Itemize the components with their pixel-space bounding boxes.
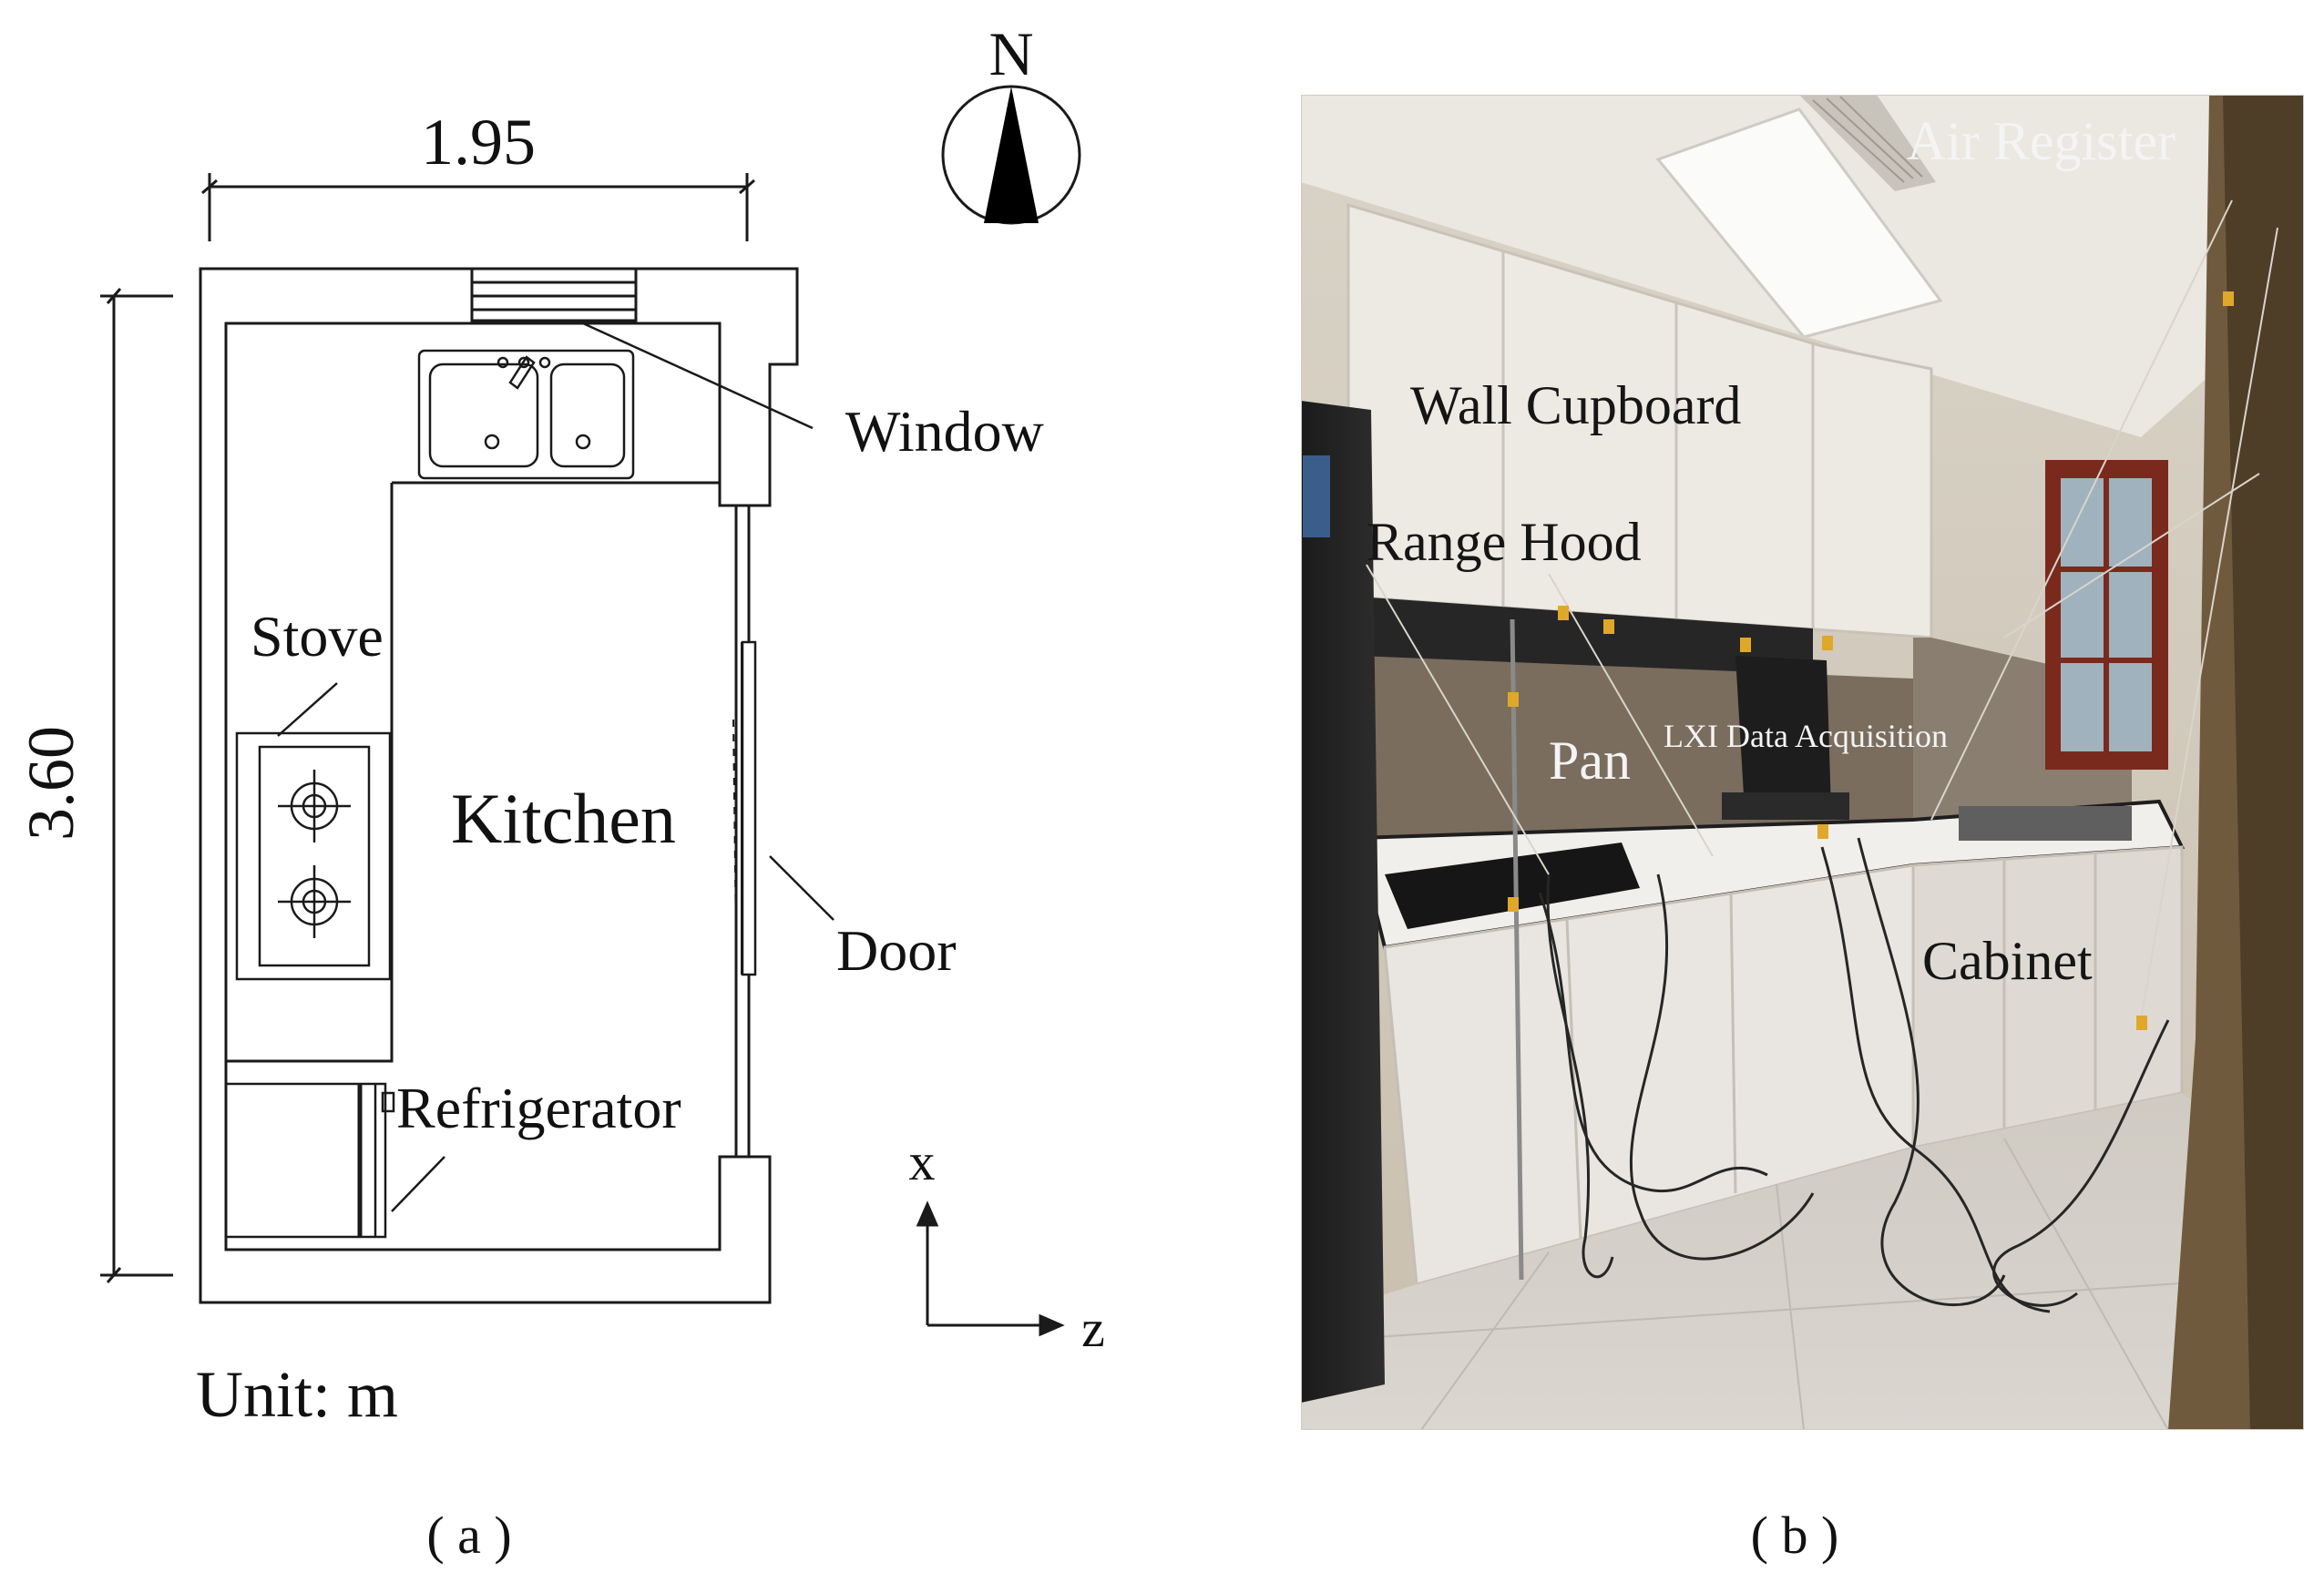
window-label: Window	[845, 399, 1044, 464]
width-dimension-label: 1.95	[421, 106, 536, 179]
caption-a: ( a )	[426, 1506, 511, 1565]
north-label: N	[988, 19, 1033, 88]
lxi-data-acquisition-label: LXI Data Acquisition	[1664, 718, 1948, 754]
door-label: Door	[836, 918, 957, 983]
range-hood-label: Range Hood	[1367, 512, 1642, 572]
axes-icon	[916, 1200, 1065, 1337]
leader-lines	[277, 322, 834, 1212]
height-dimension-label: 3.60	[15, 726, 87, 841]
door-wall	[732, 504, 757, 1159]
z-axis-label: z	[1081, 1299, 1105, 1358]
photo-labels: Air Register Wall Cupboard Range Hood Pa…	[1367, 111, 2176, 1565]
sink-icon	[417, 349, 635, 480]
x-axis-label: x	[909, 1132, 936, 1191]
width-dimension	[201, 173, 755, 241]
floor-plan-labels: 1.95 3.60 N Window Stove Kitchen Door Re…	[15, 19, 1105, 1565]
pan-label: Pan	[1549, 730, 1631, 791]
counter	[226, 322, 720, 1063]
kitchen-walls	[199, 267, 799, 1304]
stove-label: Stove	[251, 604, 384, 669]
stove-icon	[235, 731, 392, 981]
unit-label: Unit: m	[196, 1358, 398, 1431]
floor-plan-panel	[100, 85, 1081, 1337]
kitchen-photo	[1301, 95, 2304, 1430]
caption-b: ( b )	[1751, 1506, 1839, 1565]
refrigerator-icon	[224, 1082, 395, 1239]
kitchen-label: Kitchen	[451, 779, 676, 858]
height-dimension	[100, 288, 173, 1283]
refrigerator-label: Refrigerator	[396, 1076, 681, 1140]
north-compass-icon	[941, 85, 1081, 225]
wall-cupboard-label: Wall Cupboard	[1410, 375, 1741, 435]
cabinet-label: Cabinet	[1922, 931, 2093, 991]
air-register-label: Air Register	[1907, 111, 2176, 171]
